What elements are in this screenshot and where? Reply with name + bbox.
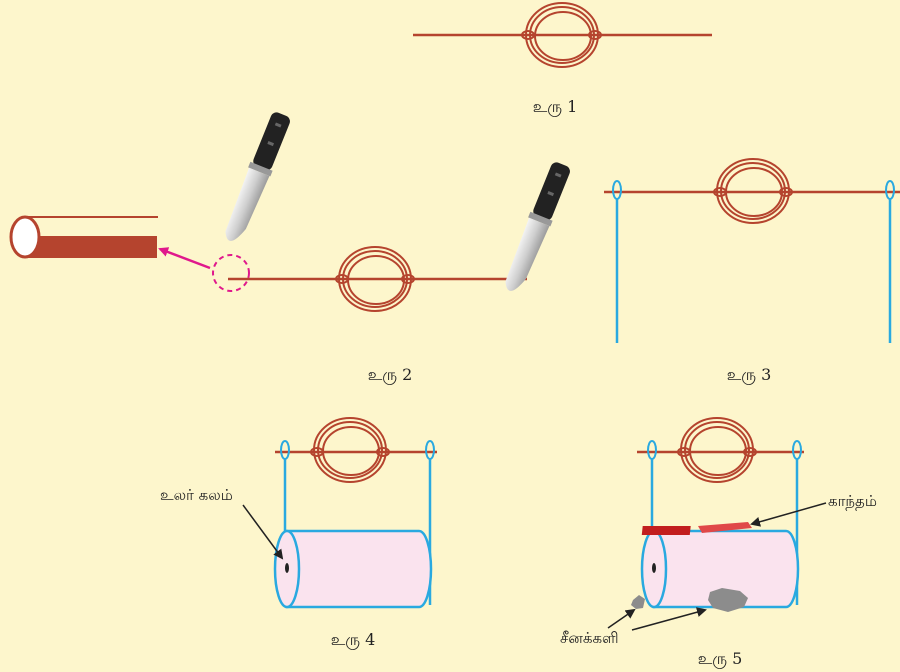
iron-filings-label: சீனக்களி [560,629,619,647]
wire-coil [525,2,599,68]
figure-5: காந்தம் சீனக்களி உரு 5 [560,417,877,669]
filings-arrow-1 [631,607,707,631]
knife-icon [505,162,570,291]
dry-cell [640,529,800,609]
magnet-arrow [750,502,827,527]
dry-cell [273,529,433,609]
caption-fig5: உரு 5 [698,649,743,669]
figure-1: உரு 1 [413,2,712,117]
figure-3: உரு 3 [604,158,900,385]
coil-knot [521,30,602,40]
magnet-label: காந்தம் [828,492,877,510]
coil-knot [335,274,415,284]
thread-left [612,180,622,343]
caption-fig3: உரு 3 [727,365,772,385]
wire-end-magnified-icon [9,215,158,259]
dry-cell-arrow [242,504,284,560]
magnet [641,522,752,535]
caption-fig4: உரு 4 [331,630,376,650]
figure-4: உலர் கலம் உரு 4 [160,417,437,650]
thread-right [885,180,895,343]
highlight-circle [212,254,250,292]
caption-fig1: உரு 1 [533,97,578,117]
wire-coil [313,417,387,483]
knife-icon [225,112,290,241]
pointer-arrow [158,247,211,270]
wire-coil [680,417,754,483]
iron-filings [631,588,748,612]
caption-fig2: உரு 2 [368,365,413,385]
coil-knot [310,447,390,457]
dry-cell-label: உலர் கலம் [160,486,233,504]
coil-knot [677,447,757,457]
filings-arrow-2 [607,608,636,629]
coil-knot [713,187,793,197]
figure-2: உரு 2 [9,112,570,385]
